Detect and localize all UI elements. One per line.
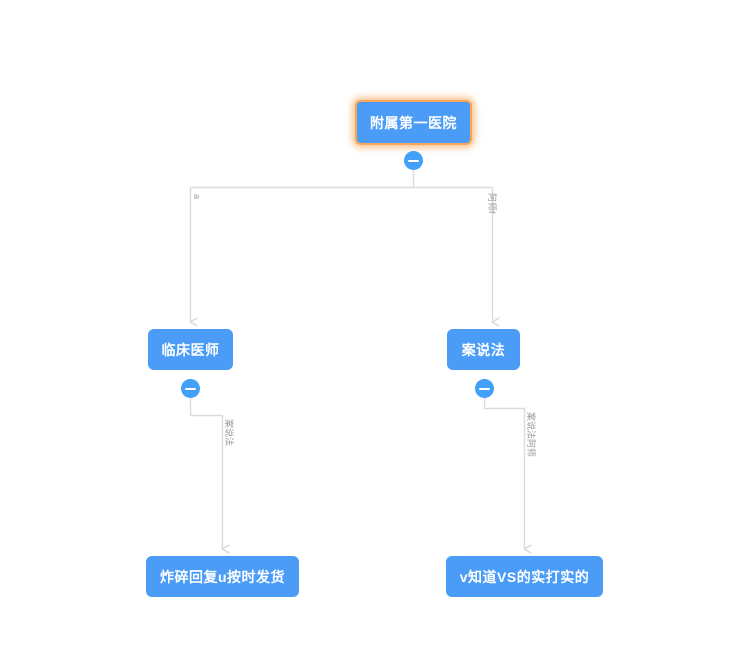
edge-label-anshuofa-to-leaf: 案说法阿师 [526, 412, 536, 458]
node-anshuofa[interactable]: 案说法 [447, 329, 520, 370]
minus-icon [479, 387, 490, 390]
minus-icon [408, 159, 419, 162]
node-leaf-right-label: v知道VS的实打实的 [459, 568, 590, 585]
node-anshuofa-label: 案说法 [461, 341, 506, 358]
node-leaf-left[interactable]: 炸碎回复u按时发货 [146, 556, 299, 597]
edge-clinician-to-leaf [189, 398, 223, 549]
edge-label-root-to-clinician: a [192, 194, 202, 200]
node-clinician-label: 临床医师 [161, 341, 220, 358]
node-leaf-left-label: 炸碎回复u按时发货 [159, 568, 286, 585]
node-root-label: 附属第一医院 [370, 114, 457, 131]
node-clinician[interactable]: 临床医师 [148, 329, 233, 370]
edge-anshuofa-to-leaf [483, 398, 525, 549]
edge-label-root-to-anshuofa: 阿师f [487, 193, 497, 214]
node-root[interactable]: 附属第一医院 [355, 100, 472, 145]
toggle-clinician[interactable] [181, 379, 200, 398]
toggle-anshuofa[interactable] [475, 379, 494, 398]
edge-label-clinician-to-leaf: 案说法 [224, 419, 234, 447]
toggle-root[interactable] [404, 151, 423, 170]
node-leaf-right[interactable]: v知道VS的实打实的 [446, 556, 603, 597]
minus-icon [185, 387, 196, 390]
